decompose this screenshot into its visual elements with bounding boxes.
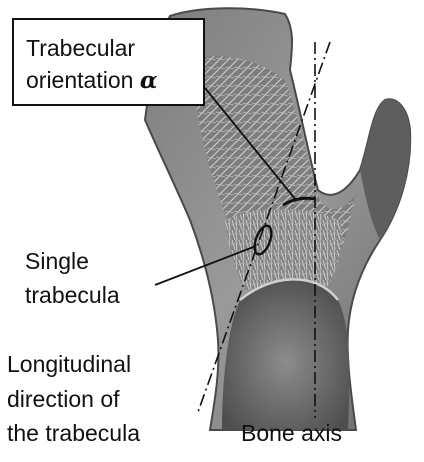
trabecular-orientation-label-line1: Trabecular xyxy=(26,34,135,62)
medullary-cavity xyxy=(222,279,349,430)
orientation-word: orientation xyxy=(26,67,133,93)
trabecular-orientation-callout: Trabecular orientation α xyxy=(12,18,205,106)
longitudinal-direction-label-line1: Longitudinal xyxy=(7,350,131,378)
alpha-symbol: α xyxy=(140,67,158,94)
trabecular-region-central xyxy=(225,209,341,290)
longitudinal-direction-label-line3: the trabecula xyxy=(7,419,140,447)
bone-axis-label: Bone axis xyxy=(241,419,342,447)
trabecular-orientation-label-line2: orientation α xyxy=(26,66,158,95)
single-trabecula-label-line2: trabecula xyxy=(25,281,120,309)
single-trabecula-label-line1: Single xyxy=(25,247,89,275)
longitudinal-direction-label-line2: direction of xyxy=(7,385,120,413)
